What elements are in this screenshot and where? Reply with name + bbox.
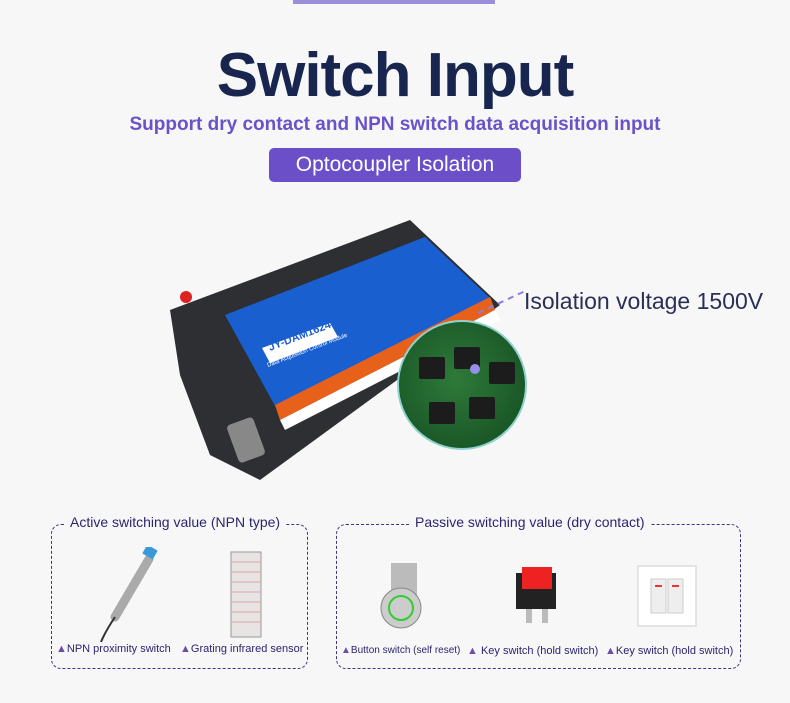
group-label: Passive switching value (dry contact) (409, 514, 651, 530)
active-switching-group: Active switching value (NPN type) ▲NPN p… (51, 514, 308, 669)
list-item: ▲Button switch (self reset) (341, 645, 461, 656)
proximity-sensor-icon (100, 547, 158, 642)
list-item: ▲Grating infrared sensor (180, 643, 304, 655)
passive-switching-group: Passive switching value (dry contact) ▲B… (336, 514, 741, 669)
list-item: ▲Key switch (hold switch) (605, 645, 734, 657)
isolation-voltage-label: Isolation voltage 1500V (524, 288, 764, 314)
light-curtain-icon (230, 551, 262, 638)
push-button-icon (380, 563, 422, 629)
wall-switch-icon (637, 565, 697, 627)
optocoupler-zoom-circle (397, 320, 527, 450)
list-item: ▲ Key switch (hold switch) (467, 645, 599, 657)
list-item: ▲NPN proximity switch (56, 643, 171, 655)
callout-dot (470, 364, 480, 374)
group-label: Active switching value (NPN type) (64, 514, 287, 530)
page-title: Switch Input (216, 41, 575, 110)
rocker-switch-icon (516, 567, 556, 623)
page-subtitle: Support dry contact and NPN switch data … (129, 114, 661, 135)
feature-badge: Optocoupler Isolation (269, 148, 521, 182)
top-accent-bar (293, 0, 495, 4)
